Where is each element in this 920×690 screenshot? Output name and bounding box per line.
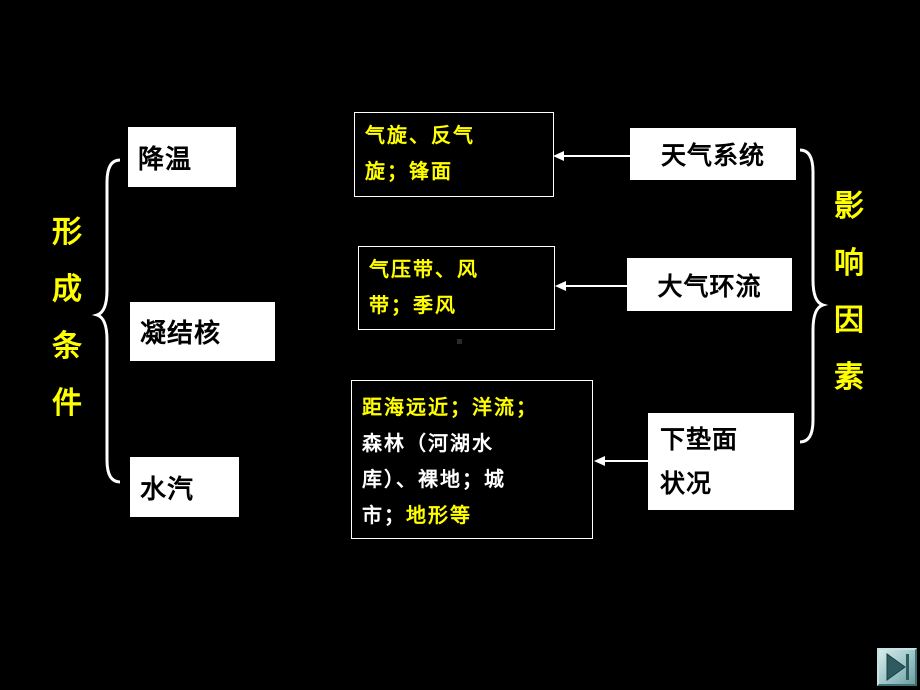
- factor-label-line: 状况: [660, 468, 713, 498]
- factor-box-circulation: 大气环流: [627, 258, 792, 311]
- right-vertical-title: 影 响 因 素: [832, 192, 866, 420]
- condition-box-cooling: 降温: [128, 127, 236, 187]
- play-forward-icon: [886, 653, 909, 681]
- left-title-char: 成: [52, 272, 82, 307]
- factor-box-surface: 下垫面 状况: [648, 413, 794, 510]
- detail-line: 库）、裸地；城: [362, 461, 586, 497]
- detail-box-weather-system: 气旋、反气旋；锋面: [354, 112, 554, 197]
- next-slide-button[interactable]: [877, 648, 917, 686]
- detail-text: 市；: [362, 503, 406, 527]
- condition-label: 凝结核: [140, 319, 222, 349]
- left-title-char: 件: [52, 386, 82, 421]
- detail-text: 气旋、反气: [365, 123, 475, 147]
- arrow-circulation: [555, 281, 627, 291]
- factor-label: 大气环流: [657, 271, 762, 301]
- detail-line: 气旋、反气: [365, 117, 547, 153]
- detail-text: 森林（河湖水: [362, 431, 494, 455]
- detail-line: 市；地形等: [362, 497, 586, 533]
- condition-label: 降温: [138, 144, 193, 175]
- stray-dot: [457, 339, 462, 344]
- detail-text: 带；季风: [369, 293, 457, 317]
- right-title-char: 因: [834, 303, 864, 338]
- right-brace: [799, 148, 829, 444]
- right-title-char: 影: [834, 189, 864, 224]
- factor-label: 天气系统: [660, 141, 765, 170]
- right-title-char: 响: [834, 246, 864, 281]
- detail-text: 库）、裸地；城: [362, 467, 506, 491]
- detail-text: 旋；锋面: [365, 159, 453, 183]
- detail-line: 气压带、风: [369, 251, 548, 287]
- detail-box-circulation: 气压带、风带；季风: [358, 246, 555, 330]
- detail-text: 地形等: [406, 503, 472, 527]
- condition-box-nuclei: 凝结核: [130, 302, 275, 361]
- condition-label: 水汽: [140, 474, 195, 505]
- left-brace: [91, 158, 121, 484]
- detail-box-surface: 距海远近；洋流；森林（河湖水库）、裸地；城市；地形等: [351, 380, 593, 539]
- detail-text: 距海远近；洋流；: [362, 395, 538, 419]
- factor-box-weather-system: 天气系统: [630, 128, 796, 180]
- detail-line: 距海远近；洋流；: [362, 389, 586, 425]
- arrow-weather-system: [553, 151, 630, 161]
- detail-line: 森林（河湖水: [362, 425, 586, 461]
- condition-box-vapor: 水汽: [130, 457, 239, 517]
- detail-line: 带；季风: [369, 287, 548, 323]
- detail-line: 旋；锋面: [365, 153, 547, 189]
- left-title-char: 形: [52, 215, 82, 250]
- left-title-char: 条: [52, 329, 82, 364]
- arrow-surface: [594, 456, 648, 466]
- right-title-char: 素: [834, 360, 864, 395]
- left-vertical-title: 形 成 条 件: [50, 218, 84, 446]
- detail-text: 气压带、风: [369, 257, 479, 281]
- factor-label-line: 下垫面: [660, 424, 739, 454]
